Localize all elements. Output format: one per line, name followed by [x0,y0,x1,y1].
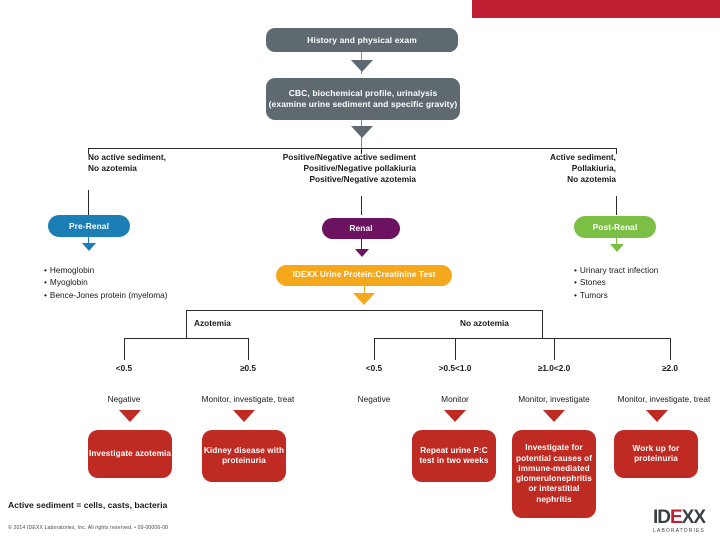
ratio-threshold-3: <0.5 [365,363,383,373]
ratio-action-4: Monitor [441,394,469,404]
arrow-outcome-1 [119,410,141,422]
bullet-icon: • [574,277,577,288]
bullet-icon: • [44,265,47,275]
ratio-action-3: Negative [357,394,391,404]
ratio-action-2: Monitor, investigate, treat [201,394,295,404]
branch-split-bar [88,148,616,149]
list-item-label: Myoglobin [49,277,88,288]
azotemia-split-right-drop [542,310,543,338]
step-workup-line-1: CBC, biochemical profile, urinalysis [288,88,438,99]
top-red-banner [472,0,720,18]
step-workup-line-2: (examine urine sediment and specific gra… [268,99,458,109]
azotemia-ratio-left-drop [124,338,125,360]
list-item: •Bence-Jones protein (myeloma) [44,289,168,301]
no-azotemia-ratio-bar [374,338,670,339]
ratio-threshold-6: ≥2.0 [661,363,679,373]
category-renal-pill: Renal [322,218,400,239]
copyright-line: © 2014 IDEXX Laboratories, Inc. All righ… [8,525,169,531]
no-azotemia-ratio-drop-3 [554,338,555,360]
outcome-box-work-up-proteinuria: Work up for proteinuria [614,430,698,478]
branch-criteria-middle: Positive/Negative active sediment Positi… [282,152,416,185]
idexx-logo-mark: IDEXX [646,508,712,527]
idexx-logo-e: E [669,507,683,528]
bullet-icon: • [574,265,577,275]
outcome-box-repeat-upc: Repeat urine P:C test in two weeks [412,430,496,482]
list-item: •Tumors [574,289,658,301]
post-renal-cause-list: •Urinary tract infection •Stones •Tumors [574,264,658,301]
arrow-pre-renal-down [82,243,96,251]
azotemia-ratio-bar [124,338,248,339]
step-workup-box: CBC, biochemical profile, urinalysis (ex… [266,78,460,120]
no-azotemia-label: No azotemia [460,318,509,328]
arrow-renal-down [355,249,369,257]
bullet-icon: • [44,289,47,300]
arrow-outcome-4 [543,410,565,422]
list-item-label: Stones [579,277,606,288]
outcome-box-immune-mediated: Investigate for potential causes of immu… [512,430,596,518]
arrow-test-down [353,293,375,305]
connector-left-to-pre-renal [88,190,89,215]
connector-post-renal-down [616,238,617,248]
arrow-workup-down [351,126,373,138]
arrow-outcome-5 [646,410,668,422]
azotemia-ratio-right-drop [248,338,249,360]
ratio-threshold-1: <0.5 [115,363,133,373]
branch-criteria-right: Active sediment, Pollakiuria, No azotemi… [550,152,616,185]
idexx-logo-subtitle: LABORATORIES [653,528,705,534]
branch-split-right-drop [616,148,617,154]
no-azotemia-ratio-drop-4 [670,338,671,360]
bullet-icon: • [574,289,577,300]
branch-split-left-drop [88,148,89,154]
connector-pre-renal-down [88,237,89,247]
ratio-threshold-5: ≥1.0<2.0 [537,363,571,373]
arrow-outcome-3 [444,410,466,422]
connector-mid-to-renal [361,196,362,215]
ratio-action-5: Monitor, investigate [518,394,590,404]
ratio-threshold-2: ≥0.5 [239,363,257,373]
category-pre-renal-pill: Pre-Renal [48,215,130,237]
list-item: •Stones [574,276,658,288]
no-azotemia-ratio-drop-1 [374,338,375,360]
azotemia-split-left-drop [186,310,187,338]
list-item-label: Urinary tract infection [579,265,659,275]
category-post-renal-pill: Post-Renal [574,216,656,238]
azotemia-label: Azotemia [194,318,231,328]
list-item: •Urinary tract infection [574,264,658,276]
connector-right-to-post-renal [616,196,617,215]
idexx-upc-test-box: IDEXX Urine Protein:Creatinine Test [276,265,452,286]
idexx-logo-xx: XX [681,507,706,528]
branch-split-mid-drop [361,148,362,154]
outcome-box-investigate-azotemia: Investigate azotemia [88,430,172,478]
list-item-label: Bence-Jones protein (myeloma) [49,289,168,300]
arrow-outcome-2 [233,410,255,422]
list-item-label: Tumors [579,289,608,300]
idexx-logo: IDEXX LABORATORIES [646,508,712,534]
list-item-label: Hemoglobin [49,265,95,275]
idexx-logo-id: ID [652,507,671,528]
arrow-post-renal-down [610,244,624,252]
arrow-history-to-workup [351,60,373,72]
ratio-action-6: Monitor, investigate, treat [617,394,711,404]
no-azotemia-ratio-drop-2 [455,338,456,360]
list-item: •Hemoglobin [44,264,168,276]
outcome-box-kidney-disease: Kidney disease with proteinuria [202,430,286,482]
azotemia-split-bar [186,310,542,311]
ratio-action-1: Negative [107,394,141,404]
footnote-active-sediment: Active sediment = cells, casts, bacteria [8,500,168,510]
connector-renal-down [361,239,362,253]
list-item: •Myoglobin [44,276,168,288]
ratio-threshold-4: >0.5<1.0 [438,363,472,373]
step-history-box: History and physical exam [266,28,458,52]
pre-renal-cause-list: •Hemoglobin •Myoglobin •Bence-Jones prot… [44,264,168,301]
branch-criteria-left: No active sediment, No azotemia [88,152,166,174]
bullet-icon: • [44,277,47,288]
